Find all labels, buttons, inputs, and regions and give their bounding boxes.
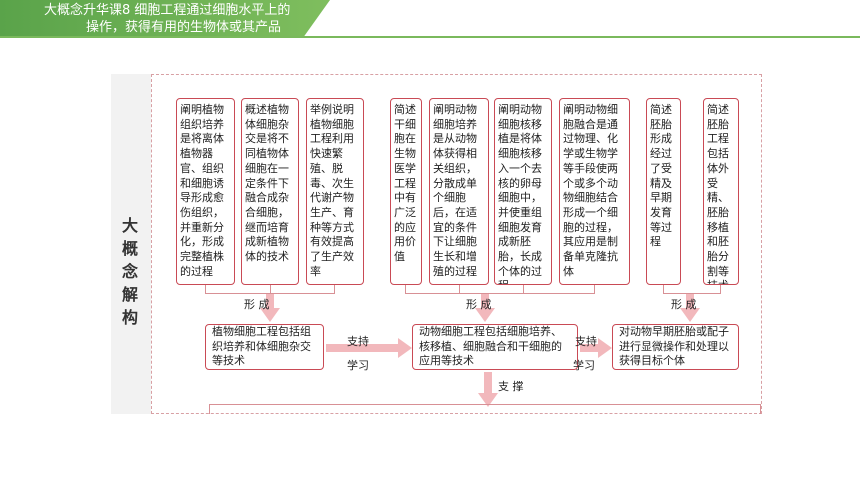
concept-box-plant-cell-applications: 举例说明植物细胞工程利用快速繁殖、脱毒、次生代谢产物生产、育种等方式有效提高了生… <box>306 98 364 285</box>
bracket-group2 <box>405 285 595 294</box>
concept-box-nuclear-transfer: 阐明动物细胞核移植是将体细胞核移入一个去核的卵母细胞中，并使重组细胞发育成新胚胎… <box>494 98 552 285</box>
side-label-char: 念 <box>121 262 138 281</box>
header-title-banner <box>0 0 330 37</box>
bracket-tick <box>523 285 525 294</box>
bracket-tick <box>459 285 461 294</box>
arrow-right-icon <box>598 338 612 358</box>
form-label-group2: 形 成 <box>466 298 492 311</box>
arrow-down-icon <box>680 308 700 322</box>
summary-text: 植物细胞工程包括组织培养和体细胞杂交等技术 <box>212 324 311 368</box>
concept-box-plant-somatic-hybridization: 概述植物体细胞杂交是将不同植物体细胞在一定条件下融合成杂合细胞，继而培育成新植物… <box>241 98 299 285</box>
side-label: 大 概 念 解 构 <box>116 214 144 329</box>
arrow-down-icon <box>478 393 498 407</box>
arrow-stem <box>686 294 694 308</box>
form-label-group3: 形 成 <box>671 298 697 311</box>
bracket-tick <box>270 285 272 294</box>
concept-box-embryo-formation: 简述胚胎形成经过了受精及早期发育等过程 <box>646 98 681 285</box>
side-label-char: 解 <box>121 285 138 304</box>
summary-text: 动物细胞工程包括细胞培养、核移植、细胞融合和干细胞的应用等技术 <box>419 324 562 368</box>
bottom-box-partial <box>209 404 761 414</box>
arrow-stem <box>484 372 492 394</box>
arrow-stem <box>326 344 398 352</box>
header-title-line2: 操作，获得有用的生物体或其产品 <box>86 20 282 35</box>
summary-animal-cell-engineering: 动物细胞工程包括细胞培养、核移植、细胞融合和干细胞的应用等技术 <box>412 324 578 370</box>
summary-embryo-engineering: 对动物早期胚胎或配子进行显微操作和处理以获得目标个体 <box>612 324 739 370</box>
side-label-char: 构 <box>121 308 138 327</box>
summary-text: 对动物早期胚胎或配子进行显微操作和处理以获得目标个体 <box>619 324 729 368</box>
arrow-down-icon <box>475 308 495 322</box>
support-label-2: 支持 <box>575 335 597 348</box>
arrow-right-icon <box>398 338 412 358</box>
bracket-group3 <box>663 285 721 294</box>
learn-label-1: 学习 <box>347 359 369 372</box>
support-label-1: 支持 <box>347 335 369 348</box>
arrow-stem <box>481 294 489 308</box>
form-label-group1: 形 成 <box>244 298 270 311</box>
concept-box-stem-cell: 简述干细胞在生物医学工程中有广泛的应用价值 <box>390 98 422 285</box>
learn-label-2: 学习 <box>573 359 595 372</box>
concept-box-plant-tissue-culture: 阐明植物组织培养是将离体植物器官、组织和细胞诱导形成愈伤组织，并重新分化，形成完… <box>176 98 235 285</box>
header-title-line1: 大概念升华课8 细胞工程通过细胞水平上的 <box>44 3 291 18</box>
support-down-label: 支 撑 <box>498 380 524 393</box>
arrow-stem <box>580 344 598 352</box>
concept-box-cell-fusion: 阐明动物细胞融合是通过物理、化学或生物学等手段使两个或多个动物细胞结合形成一个细… <box>559 98 630 285</box>
header-divider <box>0 36 860 38</box>
arrow-down-icon <box>260 308 280 322</box>
summary-plant-cell-engineering: 植物细胞工程包括组织培养和体细胞杂交等技术 <box>205 324 324 370</box>
concept-box-embryo-engineering: 简述胚胎工程包括体外受精、胚胎移植和胚胎分割等技术 <box>703 98 739 285</box>
side-label-char: 概 <box>121 239 138 258</box>
side-label-char: 大 <box>121 216 138 235</box>
arrow-stem <box>266 294 274 308</box>
concept-box-animal-cell-culture: 阐明动物细胞培养是从动物体获得相关组织，分散成单个细胞后，在适宜的条件下让细胞生… <box>429 98 489 285</box>
